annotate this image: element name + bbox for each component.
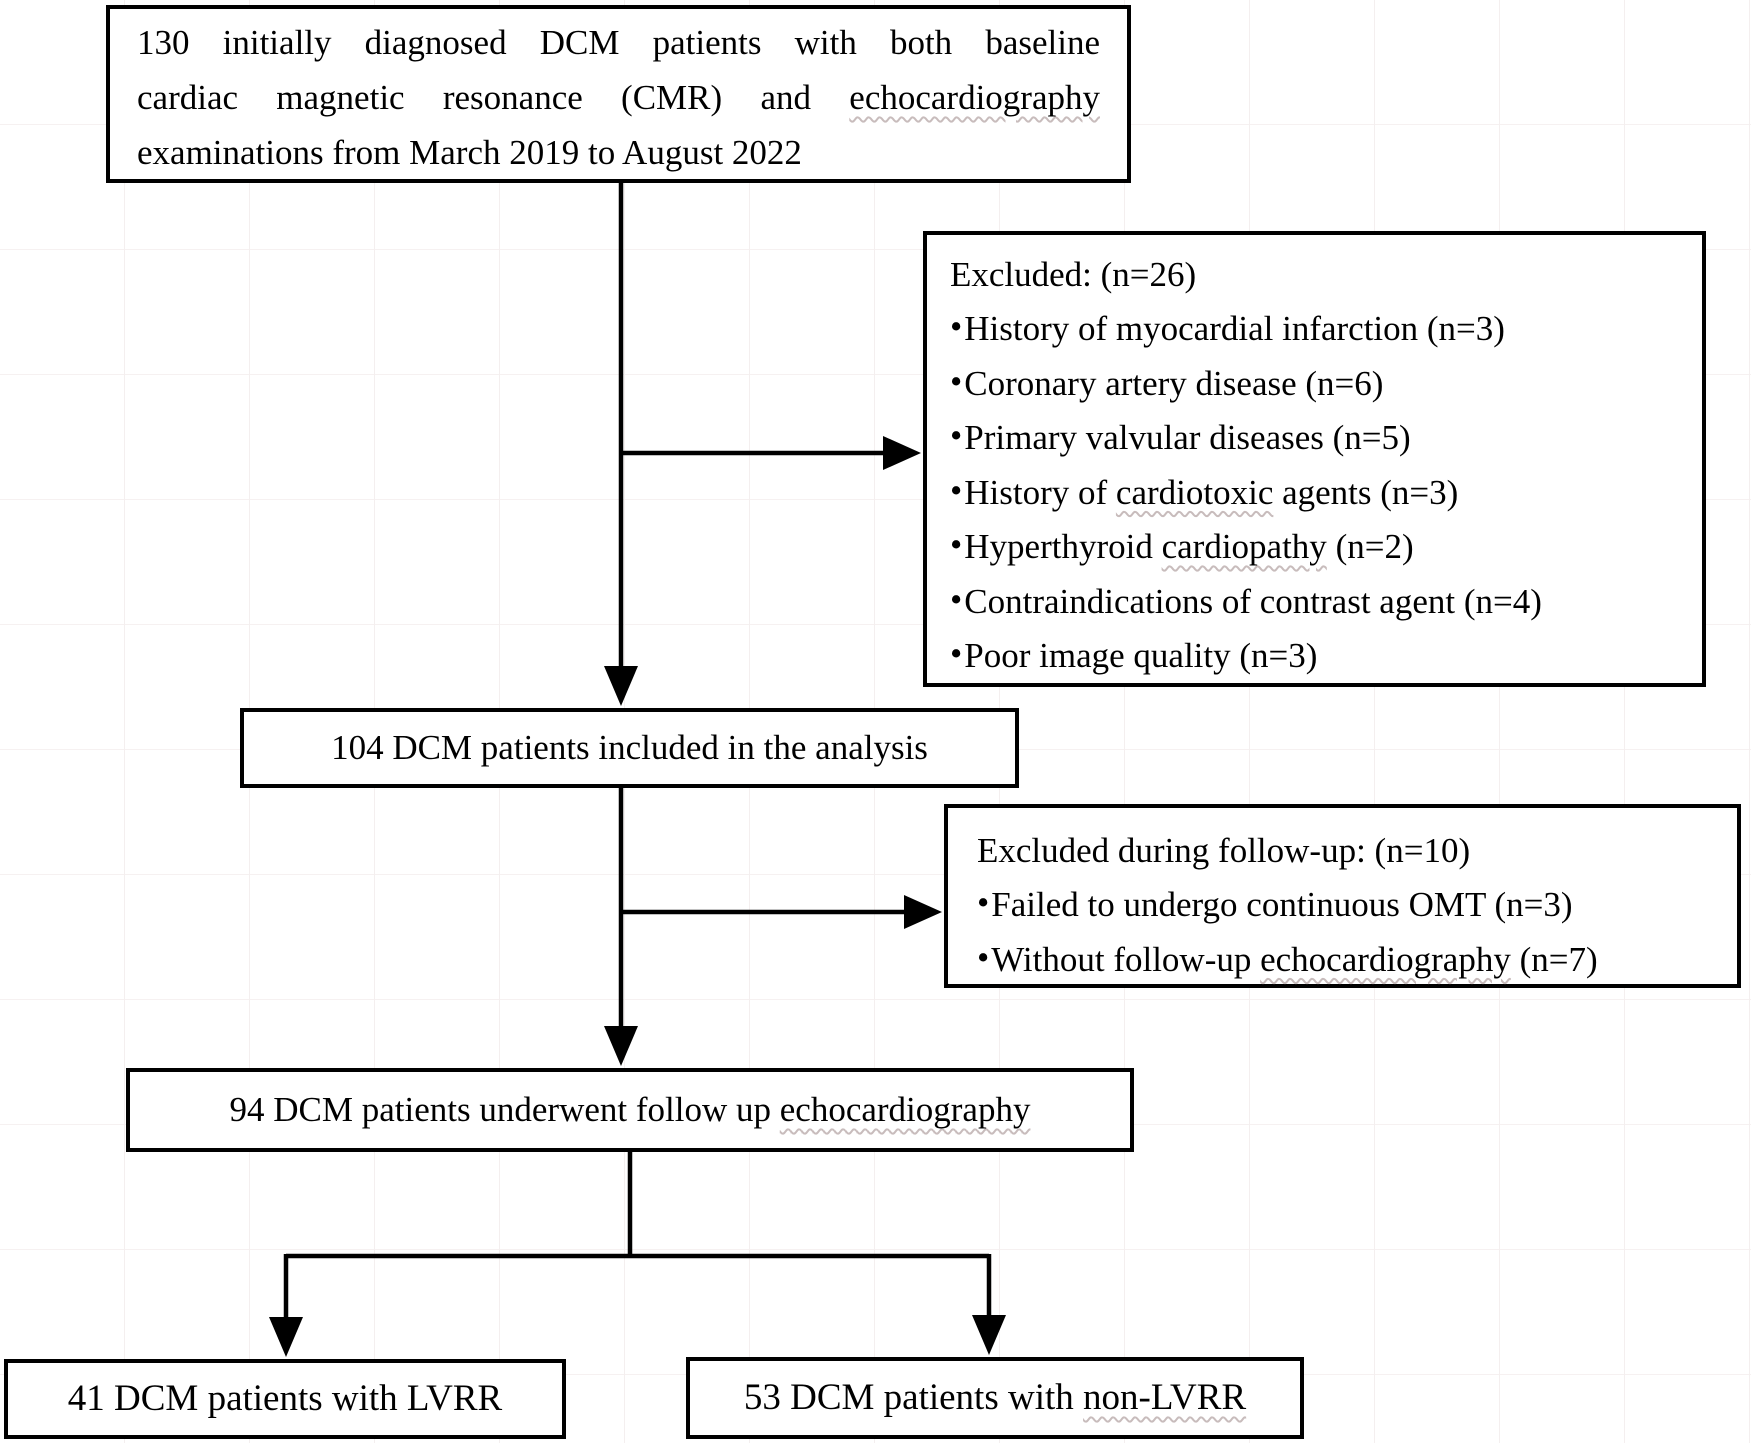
bullet-item: •Failed to undergo continuous OMT (n=3) [977, 878, 1723, 933]
initial-cohort-line2: cardiac magnetic resonance (CMR) and ech… [137, 78, 1100, 117]
arrowhead-down-lvrr [269, 1317, 303, 1357]
bullet-icon: • [977, 937, 990, 977]
lvrr-text: 41 DCM patients with LVRR [67, 1377, 503, 1419]
excluded-followup-title: Excluded during follow-up: (n=10) [977, 831, 1471, 870]
spellcheck-word: cardiotoxic [1115, 472, 1274, 512]
bullet-item: •Without follow-up echocardiography (n=7… [977, 933, 1723, 988]
box-included-analysis: 104 DCM patients included in the analysi… [240, 708, 1019, 788]
bullet-icon: • [977, 883, 990, 922]
spellcheck-word: echocardiography [849, 78, 1100, 117]
box-lvrr: 41 DCM patients with LVRR [4, 1359, 566, 1439]
arrowhead-down-followup [604, 1026, 638, 1066]
bullet-item: •Coronary artery disease (n=6) [950, 357, 1684, 412]
bullet-icon: • [950, 416, 963, 455]
arrowhead-down-non-lvrr [972, 1315, 1006, 1355]
initial-cohort-line1: 130 initially diagnosed DCM patients wit… [137, 23, 1100, 62]
spellcheck-word: echocardiography [779, 1090, 1031, 1130]
bullet-item: •History of cardiotoxic agents (n=3) [950, 466, 1684, 521]
arrowhead-right-excluded-baseline [883, 436, 921, 470]
bullet-icon: • [950, 307, 963, 346]
box-followup-echo: 94 DCM patients underwent follow up echo… [126, 1068, 1134, 1152]
box-non-lvrr: 53 DCM patients with non-LVRR [686, 1357, 1304, 1439]
bullet-item: •Hyperthyroid cardiopathy (n=2) [950, 520, 1684, 575]
arrowhead-right-excluded-followup [904, 895, 942, 929]
bullet-item: •Primary valvular diseases (n=5) [950, 411, 1684, 466]
box-initial-cohort: 130 initially diagnosed DCM patients wit… [106, 5, 1131, 183]
bullet-item: •History of myocardial infarction (n=3) [950, 302, 1684, 357]
bullet-item: •Contraindications of contrast agent (n=… [950, 575, 1684, 630]
excluded-baseline-title: Excluded: (n=26) [950, 255, 1197, 294]
included-analysis-text: 104 DCM patients included in the analysi… [331, 728, 928, 768]
box-excluded-baseline: Excluded: (n=26) •History of myocardial … [923, 231, 1706, 687]
bullet-icon: • [950, 579, 963, 619]
bullet-icon: • [950, 361, 963, 401]
initial-cohort-line3: examinations from March 2019 to August 2… [137, 133, 802, 172]
spellcheck-word: cardiopathy [1161, 527, 1327, 566]
bullet-icon: • [950, 525, 963, 564]
spellcheck-word: non-LVRR [1083, 1376, 1247, 1418]
arrowhead-down-analysis [604, 666, 638, 706]
bullet-icon: • [950, 470, 963, 510]
box-excluded-followup: Excluded during follow-up: (n=10) •Faile… [944, 804, 1741, 988]
bullet-icon: • [950, 634, 963, 673]
non-lvrr-text: 53 DCM patients with non-LVRR [743, 1376, 1247, 1418]
followup-echo-text: 94 DCM patients underwent follow up echo… [229, 1090, 1031, 1130]
spellcheck-word: echocardiography [1260, 939, 1511, 979]
bullet-item: •Poor image quality (n=3) [950, 629, 1684, 684]
